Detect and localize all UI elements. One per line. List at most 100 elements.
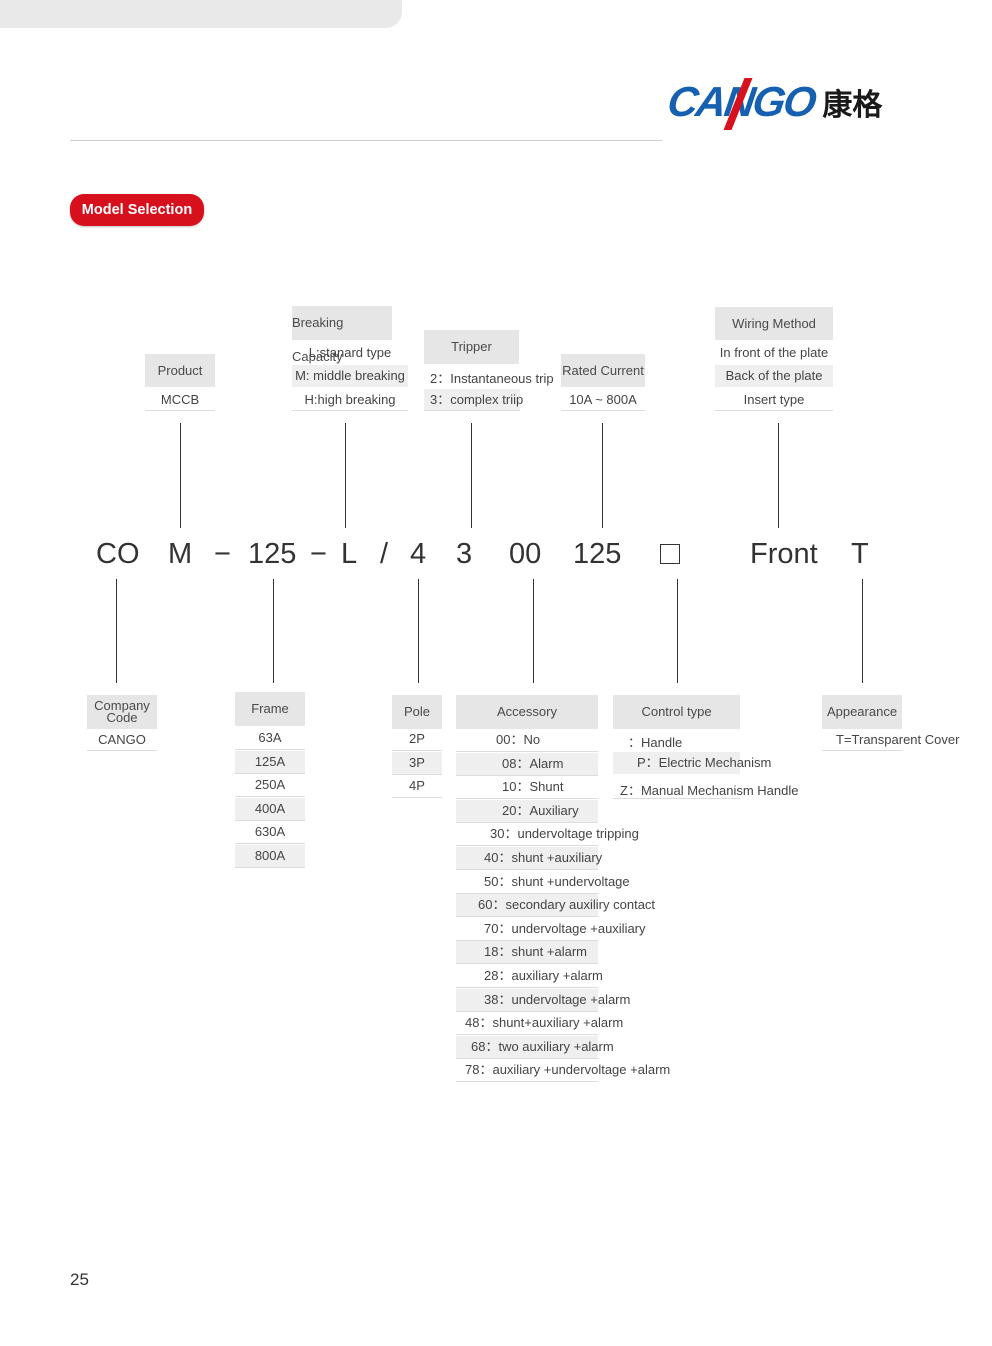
connector-control: [677, 579, 678, 683]
breaking-option-m: M: middle breaking: [292, 365, 408, 387]
code-control-placeholder: [660, 544, 680, 564]
accessory-option-8: 70：undervoltage +auxiliary: [484, 920, 646, 936]
accessory-option-separator: [456, 869, 598, 870]
wiring-method-title: Wiring Method: [715, 307, 833, 340]
accessory-option-separator: [456, 939, 598, 941]
connector-appearance: [862, 579, 863, 683]
frame-option-4: 630A: [254, 824, 286, 840]
accessory-option-separator: [456, 963, 598, 965]
frame-title: Frame: [235, 692, 305, 726]
wiring-option-front: In front of the plate: [719, 345, 829, 360]
code-frame: 125: [248, 538, 297, 570]
company-code-underline: [87, 750, 157, 751]
company-code-title-line1: Company: [94, 698, 150, 713]
accessory-option-separator: [456, 1034, 598, 1036]
pole-option-separator: [392, 750, 442, 751]
code-appearance: T: [851, 538, 869, 570]
connector-frame: [273, 579, 274, 683]
accessory-option-separator: [456, 798, 598, 800]
connector-breaking: [345, 423, 346, 528]
pole-option-2: 4P: [409, 778, 425, 794]
wiring-option-insert: Insert type: [743, 392, 805, 407]
connector-wiring: [778, 423, 779, 528]
code-tripper: 3: [456, 538, 473, 570]
rated-current-title: Rated Current: [561, 354, 645, 387]
code-product: M: [168, 538, 193, 570]
product-option: MCCB: [160, 392, 200, 407]
code-dash-2: −: [310, 538, 327, 570]
accessory-option-0: 00：No: [496, 732, 541, 747]
pole-option-separator: [392, 797, 442, 799]
control-option-handle: ：Handle: [628, 735, 683, 750]
control-underline: [613, 798, 740, 799]
header-tab-decoration: [0, 0, 402, 28]
accessory-option-7: 60：secondary auxiliry contact: [456, 894, 655, 917]
accessory-option-separator: [456, 774, 598, 776]
accessory-option-10: 28：auxiliary +alarm: [484, 968, 603, 983]
accessory-option-9: 18：shunt +alarm: [456, 941, 598, 964]
accessory-option-6: 50：shunt +undervoltage: [484, 873, 630, 889]
breaking-option-h: H:high breaking: [304, 392, 396, 407]
control-option-manual: Z：Manual Mechanism Handle: [620, 783, 799, 798]
accessory-option-12: 48：shunt+auxiliary +alarm: [465, 1015, 624, 1031]
code-company: CO: [96, 538, 140, 570]
pole-option-1: 3P: [392, 751, 442, 774]
accessory-option-1: 08：Alarm: [456, 752, 598, 775]
section-label: Model Selection: [70, 194, 204, 226]
logo-chinese-text: 康格: [822, 88, 883, 123]
accessory-option-5: 40：shunt +auxiliary: [456, 847, 602, 869]
company-code-title-line2: Code: [106, 710, 138, 725]
accessory-option-14: 78：auxiliary +undervoltage +alarm: [465, 1062, 671, 1078]
rated-current-underline: [561, 410, 645, 411]
breaking-option-l: L:stanard type: [308, 345, 392, 360]
company-code-title: Company Code: [87, 695, 157, 729]
accessory-option-separator: [456, 916, 598, 918]
connector-company: [116, 579, 117, 683]
accessory-option-separator: [456, 1081, 598, 1083]
code-dash-1: −: [214, 538, 231, 570]
appearance-title: Appearance: [822, 695, 902, 729]
product-underline: [145, 410, 215, 411]
pole-option-0: 2P: [409, 731, 425, 746]
pole-option-separator: [392, 773, 442, 775]
connector-accessory: [533, 579, 534, 683]
cango-logo: CANGO 康格: [665, 76, 883, 130]
accessory-option-separator: [456, 1010, 598, 1012]
tripper-title: Tripper: [424, 330, 519, 364]
breaking-capacity-title: Breaking Capacity: [292, 306, 392, 364]
connector-tripper: [471, 423, 472, 528]
code-breaking: L: [341, 538, 358, 570]
frame-option-1: 125A: [235, 750, 305, 773]
accessory-option-separator: [456, 987, 598, 988]
frame-option-3: 400A: [235, 797, 305, 820]
accessory-option-3: 20：Auxiliary: [456, 799, 598, 822]
frame-option-separator: [235, 867, 305, 868]
header-divider: [70, 140, 662, 141]
appearance-underline: [822, 750, 902, 751]
connector-product: [180, 423, 181, 528]
product-title: Product: [145, 354, 215, 387]
accessory-title: Accessory: [456, 695, 598, 729]
frame-option-separator: [235, 843, 305, 845]
frame-option-separator: [235, 796, 305, 798]
accessory-option-separator: [456, 892, 598, 894]
accessory-option-separator: [456, 845, 598, 847]
code-accessory: 00: [509, 538, 542, 570]
page-number: 25: [70, 1270, 89, 1289]
frame-option-0: 63A: [258, 730, 282, 745]
tripper-option-2: 2：Instantaneous trip: [430, 371, 554, 386]
wiring-underline: [715, 410, 833, 411]
breaking-underline: [292, 410, 408, 411]
accessory-option-separator: [456, 821, 598, 823]
rated-current-option: 10A ~ 800A: [569, 392, 637, 407]
connector-pole: [418, 579, 419, 683]
tripper-option-3: 3：complex triip: [424, 389, 523, 411]
code-slash: /: [380, 538, 389, 570]
accessory-option-2: 10：Shunt: [502, 779, 564, 795]
frame-option-5: 800A: [235, 845, 305, 867]
wiring-option-back: Back of the plate: [715, 365, 833, 387]
code-pole: 4: [410, 538, 427, 570]
accessory-option-13: 68：two auxiliary +alarm: [456, 1035, 614, 1058]
code-current: 125: [573, 538, 622, 570]
appearance-option: T=Transparent Cover: [836, 732, 960, 747]
